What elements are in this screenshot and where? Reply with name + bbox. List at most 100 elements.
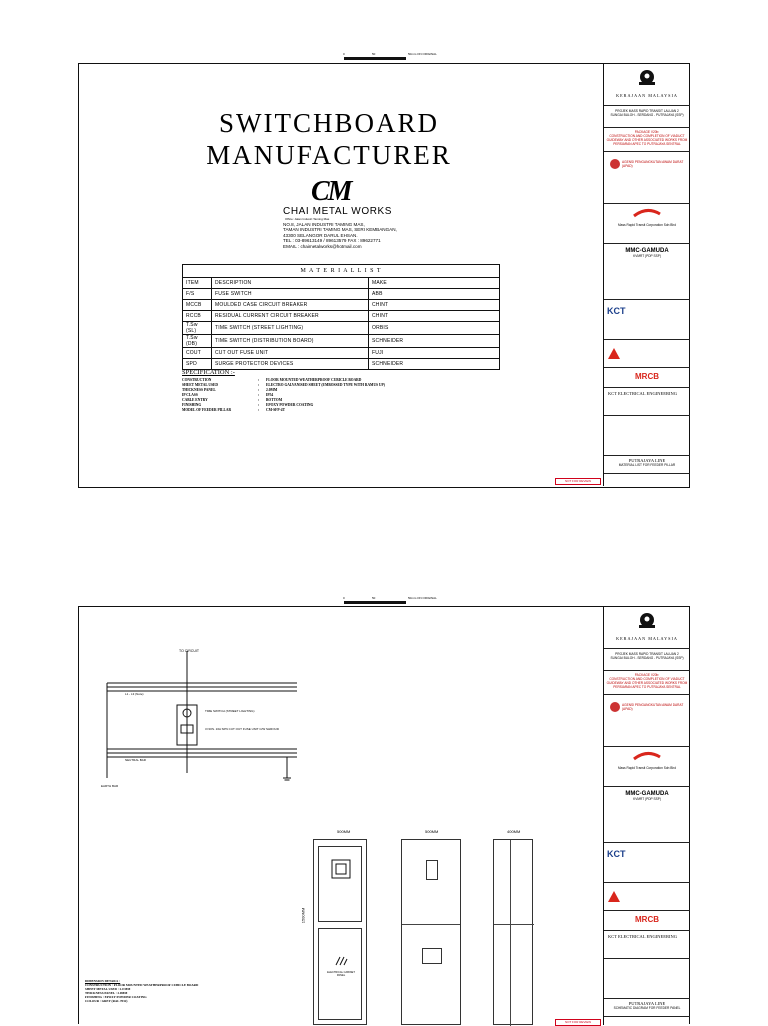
scale-label-zero: 0 bbox=[343, 596, 345, 600]
package-line: GUIDEWAY AND OTHER ASSOCIATED WORKS FROM bbox=[606, 681, 688, 685]
cabinet-front-view: ELECTRICAL CABINET PANEL bbox=[313, 839, 367, 1025]
kct-section: KCT bbox=[604, 300, 690, 340]
consultant-section: KCT ELECTRICAL ENGINEERING bbox=[604, 388, 690, 416]
earth-label: EARTH BAR bbox=[101, 784, 119, 788]
cabinet-internal-view bbox=[401, 839, 461, 1025]
title-block-2: KERAJAAN MALAYSIA PROJEK MASS RAPID TRAN… bbox=[603, 607, 690, 1025]
internal-fuse-block bbox=[422, 948, 442, 964]
cell-item: F/S bbox=[182, 288, 212, 300]
package-section: PACKAGE V20b: CONSTRUCTION AND COMPLETIO… bbox=[604, 128, 690, 152]
dim-label: 500MM bbox=[337, 829, 351, 834]
line-section: PUTRAJAYA LINE MATERIAL LIST FOR FEEDER … bbox=[604, 456, 690, 474]
col-header-description: DESCRIPTION bbox=[211, 277, 369, 289]
cell-make: ORBIS bbox=[368, 321, 500, 335]
title-switchboard: SWITCHBOARD bbox=[218, 108, 439, 138]
spec-value: ELECTRO GALVANISED SHEET (EMBOSSED TYPE … bbox=[266, 383, 385, 387]
address-line: TAMAN INDUSTRI TAMING MAS, SERI KEMBANGA… bbox=[283, 227, 397, 233]
pdp-name: MMC-GAMUDA bbox=[625, 248, 669, 254]
mrt-corp-name: Mass Rapid Transit Corporation Sdn Bhd bbox=[618, 766, 676, 770]
company-tagline: Office: Jalan Industri Taming Mas bbox=[285, 217, 330, 221]
device-label: 3 NOS. 16A SPN CUT OUT FUSE UNIT C/W SHR… bbox=[205, 727, 280, 731]
spec-key: IP CLASS bbox=[182, 393, 198, 397]
drawing-description: SCHEMATIC DIAGRAM FOR FEEDER PANEL bbox=[613, 1006, 681, 1010]
dim-label: 500MM bbox=[425, 829, 439, 834]
scale-label-zero: 0 bbox=[343, 52, 345, 56]
upper-door bbox=[318, 846, 362, 922]
cell-item: T.Sw (DB) bbox=[182, 334, 212, 348]
notes-block: DIMENSION DETAILS : CONSTRUCTION : FLOOR… bbox=[85, 979, 198, 1003]
revision-grid bbox=[604, 959, 690, 999]
kct-logo: KCT bbox=[607, 849, 626, 859]
mrcb-logo: MRCB bbox=[635, 915, 659, 924]
drawing-sheet-2: TO CIRCUIT L1 - L3 (Note) NEUTRAL BAR TI… bbox=[78, 606, 690, 1026]
agency-section: KERAJAAN MALAYSIA bbox=[604, 607, 690, 649]
dim-label: 400MM bbox=[507, 829, 521, 834]
warning-section bbox=[604, 883, 690, 911]
kct-section: KCT bbox=[604, 843, 690, 883]
cell-item: COUT bbox=[182, 347, 212, 359]
line-name: PUTRAJAYA LINE bbox=[628, 458, 666, 463]
cell-description: TIME SWITCH (DISTRIBUTION BOARD) bbox=[211, 334, 369, 348]
agency-name: KERAJAAN MALAYSIA bbox=[616, 636, 678, 641]
package-section: PACKAGE V20b: CONSTRUCTION AND COMPLETIO… bbox=[604, 671, 690, 695]
scale-label-fifty: 50 bbox=[372, 52, 376, 56]
scale-label-original: 50mm ON ORIGINAL bbox=[408, 596, 437, 600]
agency-section: KERAJAAN MALAYSIA bbox=[604, 64, 690, 106]
cell-description: SURGE PROTECTOR DEVICES bbox=[211, 358, 369, 370]
apad-logo-icon bbox=[610, 702, 620, 712]
status-tag: NOT FOR REVIEW bbox=[555, 1019, 601, 1026]
drawing-sheet-1: SWITCHBOARD MANUFACTURER CM CHAI METAL W… bbox=[78, 63, 690, 488]
title-block-1: KERAJAAN MALAYSIA PROJEK MASS RAPID TRAN… bbox=[603, 64, 690, 486]
package-line: CONSTRUCTION AND COMPLETION OF VIADUCT bbox=[609, 677, 685, 681]
dim-label: 1500MM bbox=[300, 907, 306, 924]
material-list-title: M A T E R I A L L I S T bbox=[182, 264, 500, 278]
spec-sep: : bbox=[258, 378, 260, 382]
spec-value: IP54 bbox=[266, 393, 274, 397]
lower-door: ELECTRICAL CABINET PANEL bbox=[318, 928, 362, 1020]
consultant-name: KCT ELECTRICAL ENGINEERING bbox=[608, 391, 677, 396]
scale-bar-top bbox=[344, 57, 406, 60]
revision-grid bbox=[604, 416, 690, 456]
table-row: T.Sw (DB)TIME SWITCH (DISTRIBUTION BOARD… bbox=[182, 334, 500, 348]
cell-make: SCHNEIDER bbox=[368, 358, 500, 370]
spec-sep: : bbox=[258, 398, 260, 402]
spec-key: CABLE ENTRY bbox=[182, 398, 208, 402]
cell-make: ABB bbox=[368, 288, 500, 300]
address-line: NO.8, JALAN INDUSTRI TAMING MAS, bbox=[283, 222, 365, 227]
spec-value: BOTTOM bbox=[266, 398, 283, 402]
cell-description: RESIDUAL CURRENT CIRCUIT BREAKER bbox=[211, 310, 369, 322]
spec-sep: : bbox=[258, 383, 260, 387]
package-line: PACKAGE V20b: bbox=[634, 673, 660, 677]
line-section: PUTRAJAYA LINE SCHEMATIC DIAGRAM FOR FEE… bbox=[604, 999, 690, 1017]
spec-row: THICKNESS PANEL:2.0MM bbox=[182, 388, 522, 393]
col-header-item: ITEM bbox=[182, 277, 212, 289]
cell-item: SPD bbox=[182, 358, 212, 370]
package-line: PERSIARAN APEC TO PUTRAJAYA SENTRAL bbox=[613, 685, 681, 689]
note-line: CONSTRUCTION : FLOOR MOUNTED WEATHERPROO… bbox=[85, 983, 199, 987]
spec-row: IP CLASS:IP54 bbox=[182, 393, 522, 398]
spec-sep: : bbox=[258, 408, 260, 412]
consultant-name: KCT ELECTRICAL ENGINEERING bbox=[608, 934, 677, 939]
cell-make: FUJI bbox=[368, 347, 500, 359]
line-name: PUTRAJAYA LINE bbox=[628, 1001, 666, 1006]
spec-value: 2.0MM bbox=[266, 388, 278, 392]
cell-make: CHINT bbox=[368, 310, 500, 322]
malaysia-crest-icon bbox=[639, 70, 655, 85]
drawing-description: MATERIAL LIST FOR FEEDER PILLAR bbox=[618, 463, 676, 467]
schematic-diagram bbox=[106, 651, 297, 781]
pdp-section: MMC-GAMUDA KVMRT (PDP SSP) bbox=[604, 244, 690, 300]
warning-section bbox=[604, 340, 690, 368]
note-line: SHEET METAL USED : 2.0 MM bbox=[85, 987, 131, 991]
cell-description: CUT OUT FUSE UNIT bbox=[211, 347, 369, 359]
mrt-corp-section: Mass Rapid Transit Corporation Sdn Bhd bbox=[604, 204, 690, 244]
cabinet-side-view bbox=[493, 839, 534, 1026]
spec-key: CONSTRUCTION bbox=[182, 378, 212, 382]
company-logo: CM bbox=[311, 176, 353, 207]
spad-name: AGENSI PENGANGKUTAN AWAM DARAT (APAD) bbox=[622, 160, 684, 168]
package-line: CONSTRUCTION AND COMPLETION OF VIADUCT bbox=[609, 134, 685, 138]
project-line: SUNGAI BULOH - SERDANG - PUTRAJAYA (SSP) bbox=[610, 656, 684, 660]
project-section: PROJEK MASS RAPID TRANSIT LALUAN 2 SUNGA… bbox=[604, 649, 690, 671]
